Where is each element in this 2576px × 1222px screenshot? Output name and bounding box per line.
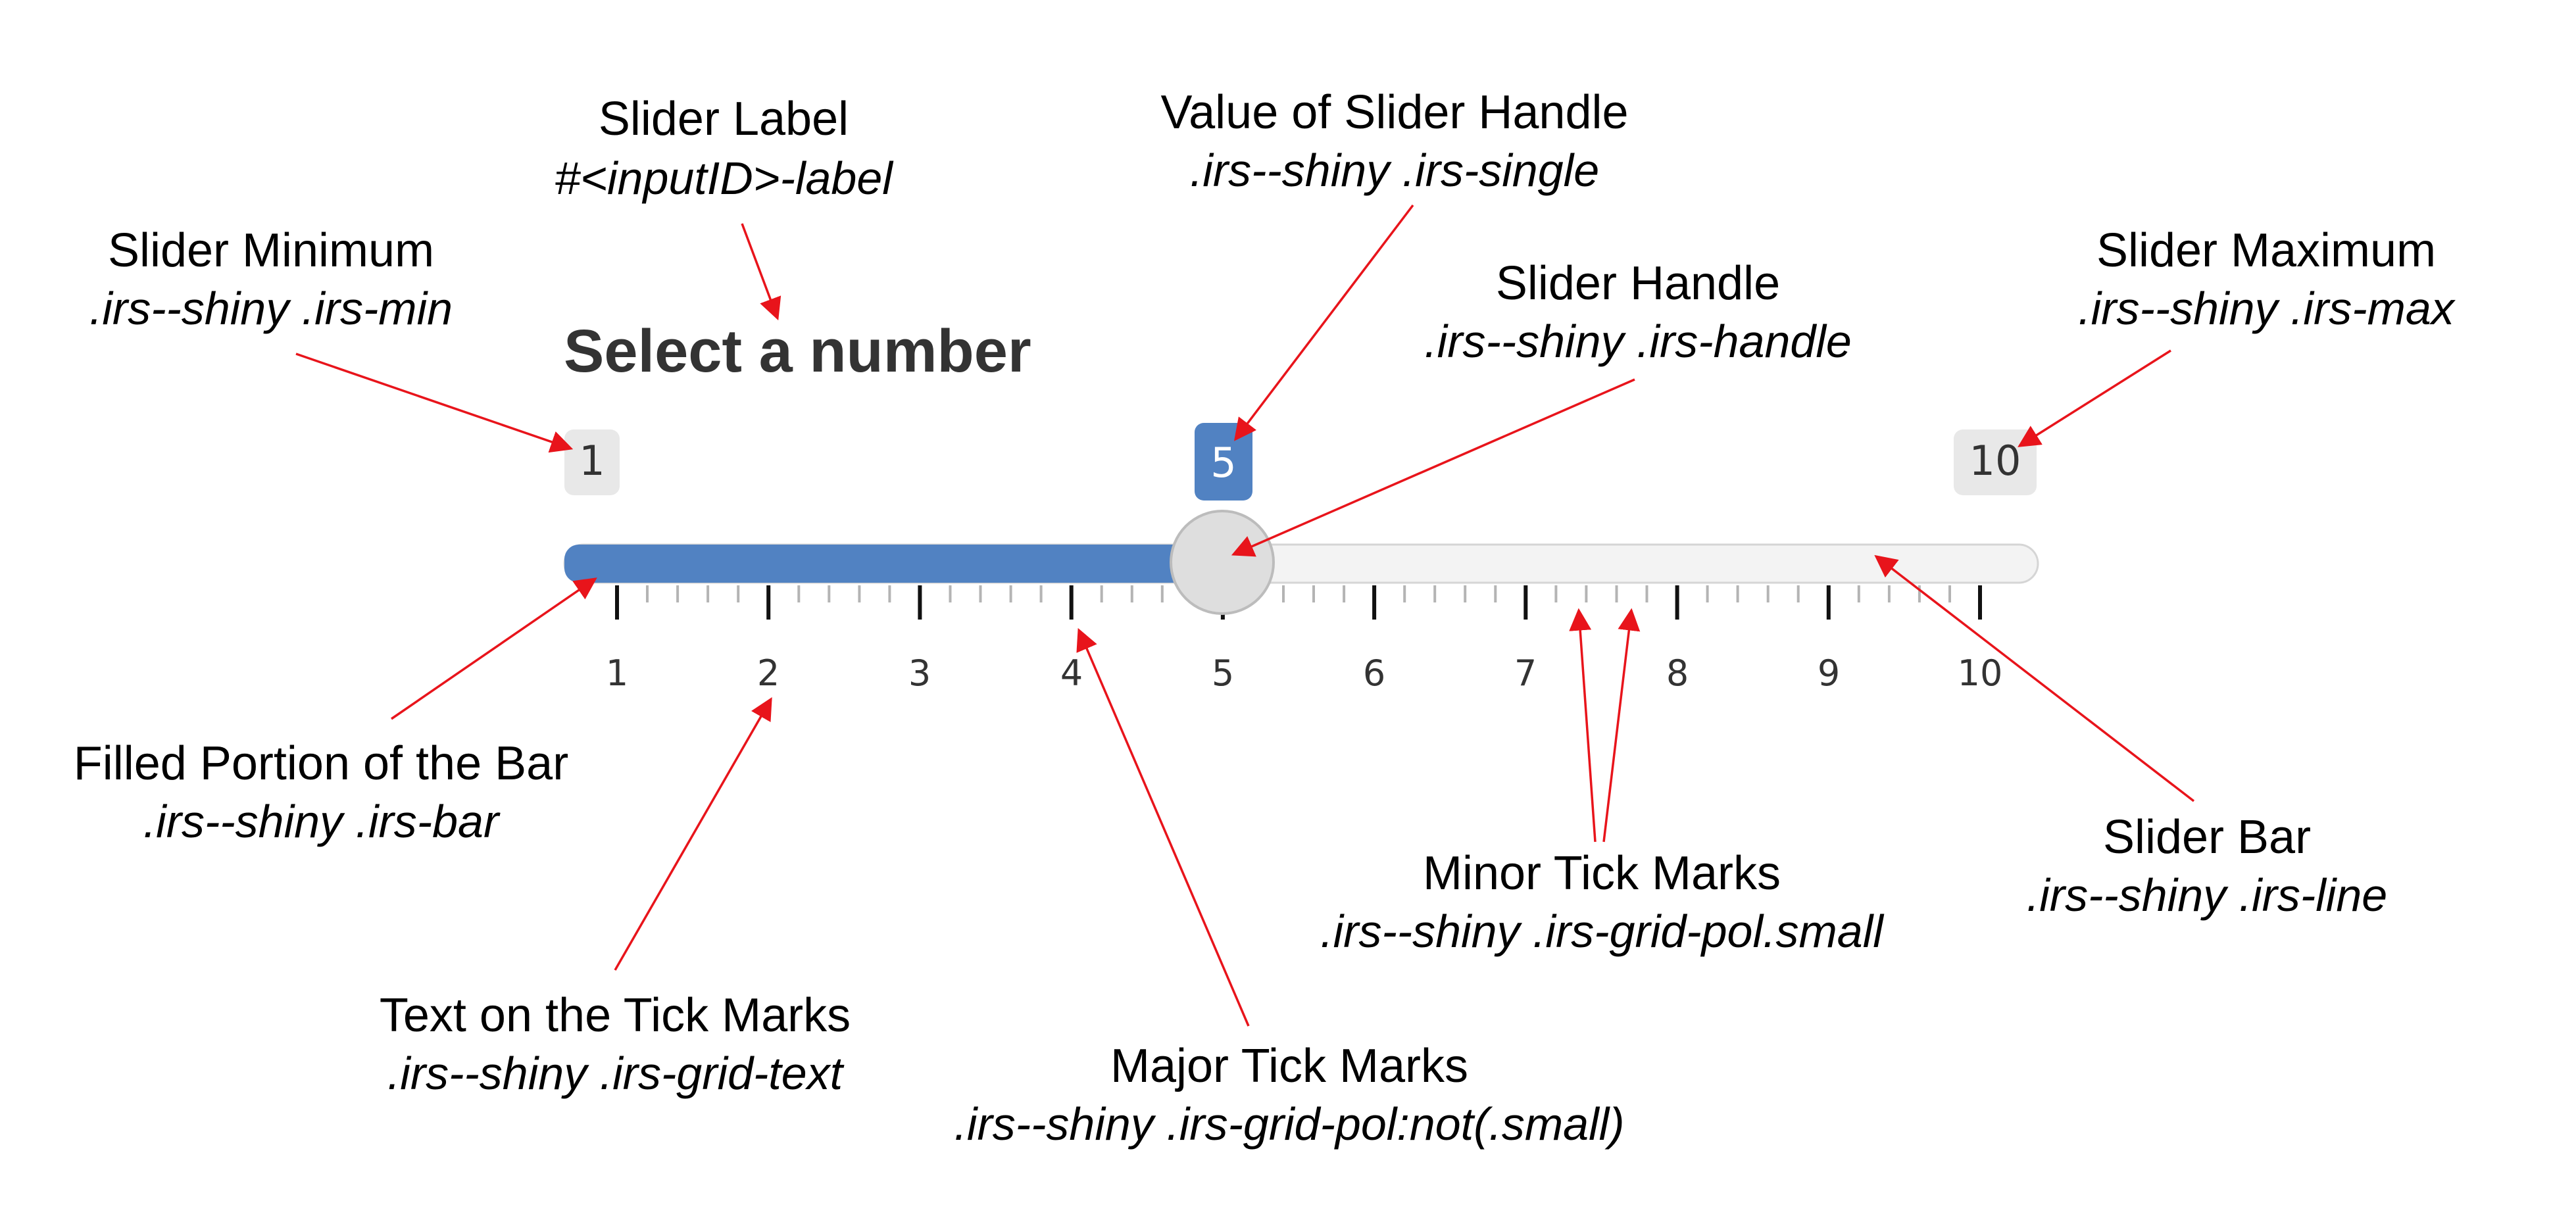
annotation-slider-label: Slider Label #<inputID>-label [555, 93, 894, 204]
annotation-selector: .irs--shiny .irs-single [1190, 145, 1599, 196]
grid-text: 9 [1818, 652, 1840, 694]
annotation-selector: .irs--shiny .irs-grid-pol.small [1320, 906, 1885, 957]
slider-grid-labels: 1 2 3 4 5 6 7 8 9 10 [606, 652, 2003, 694]
grid-text: 3 [908, 652, 931, 694]
arrow-major [1076, 627, 1250, 1027]
arrow-slider-label [741, 223, 781, 321]
grid-text: 1 [606, 652, 628, 694]
slider-bar [564, 545, 1224, 583]
arrow-line [1874, 554, 2195, 802]
annotation-selector: #<inputID>-label [555, 153, 894, 204]
annotation-single: Value of Slider Handle .irs--shiny .irs-… [1160, 86, 1628, 196]
slider-min-text: 1 [579, 437, 605, 485]
arrow-grid-text [614, 697, 772, 971]
arrow-minor-2 [1602, 608, 1641, 843]
annotation-min: Slider Minimum .irs--shiny .irs-min [89, 224, 453, 334]
annotation-title: Major Tick Marks [1110, 1040, 1468, 1092]
slider-grid [615, 585, 1982, 620]
annotation-title: Slider Maximum [2096, 224, 2436, 277]
annotation-selector: .irs--shiny .irs-max [2078, 283, 2456, 334]
slider-max-text: 10 [1969, 437, 2021, 485]
annotation-bar: Filled Portion of the Bar .irs--shiny .i… [74, 737, 568, 847]
annotation-title: Slider Handle [1496, 257, 1780, 310]
annotation-max: Slider Maximum .irs--shiny .irs-max [2078, 224, 2456, 334]
annotation-line: Slider Bar .irs--shiny .irs-line [2027, 811, 2387, 921]
annotation-title: Filled Portion of the Bar [74, 737, 568, 790]
arrow-min [295, 353, 574, 453]
slider-single-value: 5 [1195, 423, 1252, 501]
annotation-title: Text on the Tick Marks [380, 989, 851, 1042]
annotation-minor-ticks: Minor Tick Marks .irs--shiny .irs-grid-p… [1320, 847, 1885, 957]
arrow-max [2018, 349, 2171, 447]
annotation-title: Slider Label [599, 93, 849, 145]
arrow-handle [1231, 378, 1635, 557]
slider-single-text: 5 [1210, 439, 1236, 487]
slider-label: Select a number [564, 318, 1031, 385]
arrow-minor-1 [1569, 608, 1597, 843]
annotation-handle: Slider Handle .irs--shiny .irs-handle [1424, 257, 1852, 367]
annotation-title: Minor Tick Marks [1423, 847, 1781, 900]
annotation-title: Slider Minimum [108, 224, 434, 277]
slider-max: 10 [1954, 429, 2037, 495]
annotation-selector: .irs--shiny .irs-grid-text [387, 1048, 845, 1099]
annotation-selector: .irs--shiny .irs-bar [143, 796, 501, 847]
annotation-grid-text: Text on the Tick Marks .irs--shiny .irs-… [380, 989, 851, 1099]
grid-text: 7 [1514, 652, 1537, 694]
grid-text: 5 [1212, 652, 1234, 694]
annotation-selector: .irs--shiny .irs-line [2027, 869, 2387, 921]
grid-text: 10 [1958, 652, 2003, 694]
slider-handle[interactable] [1170, 510, 1275, 615]
slider-min: 1 [564, 429, 620, 495]
arrow-bar [391, 577, 597, 720]
grid-text: 2 [757, 652, 780, 694]
annotation-major-ticks: Major Tick Marks .irs--shiny .irs-grid-p… [954, 1040, 1624, 1150]
arrow-single [1233, 204, 1414, 441]
annotation-selector: .irs--shiny .irs-grid-pol:not(.small) [954, 1098, 1624, 1150]
annotation-selector: .irs--shiny .irs-min [89, 283, 453, 334]
annotation-title: Slider Bar [2103, 811, 2311, 864]
annotation-title: Value of Slider Handle [1160, 86, 1628, 139]
grid-text: 4 [1060, 652, 1083, 694]
grid-text: 6 [1363, 652, 1385, 694]
annotation-arrows [295, 204, 2195, 1027]
grid-text: 8 [1666, 652, 1689, 694]
slider-widget: Select a number 1 10 5 1 2 3 4 5 6 [563, 318, 2039, 694]
annotation-selector: .irs--shiny .irs-handle [1424, 316, 1852, 367]
